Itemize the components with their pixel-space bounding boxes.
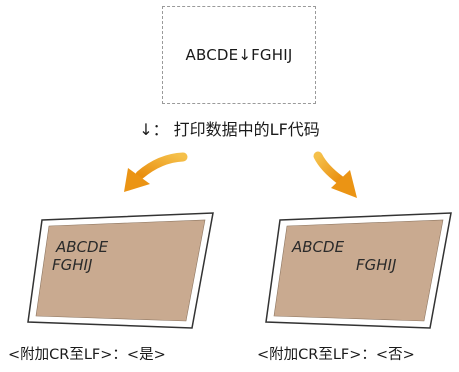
example-data-text: ABCDE↓FGHIJ	[185, 46, 293, 64]
right-paper-line1: ABCDE	[292, 238, 345, 256]
right-paper-output: ABCDE FGHIJ	[258, 210, 458, 340]
right-caption: <附加CR至LF>：<否>	[257, 347, 415, 363]
left-caption: <附加CR至LF>：<是>	[8, 347, 166, 363]
left-curved-arrow-icon	[124, 152, 188, 192]
right-paper-line2: FGHIJ	[356, 256, 397, 274]
lf-code-legend: ↓： 打印数据中的LF代码	[139, 120, 320, 139]
example-data-box: ABCDE↓FGHIJ	[162, 6, 316, 104]
left-paper-icon	[27, 212, 214, 329]
right-curved-arrow-icon	[313, 151, 357, 198]
left-paper-line2: FGHIJ	[52, 256, 93, 274]
left-paper-line1: ABCDE	[56, 238, 109, 256]
right-paper-icon	[265, 212, 452, 329]
left-paper-output: ABCDE FGHIJ	[20, 210, 220, 340]
